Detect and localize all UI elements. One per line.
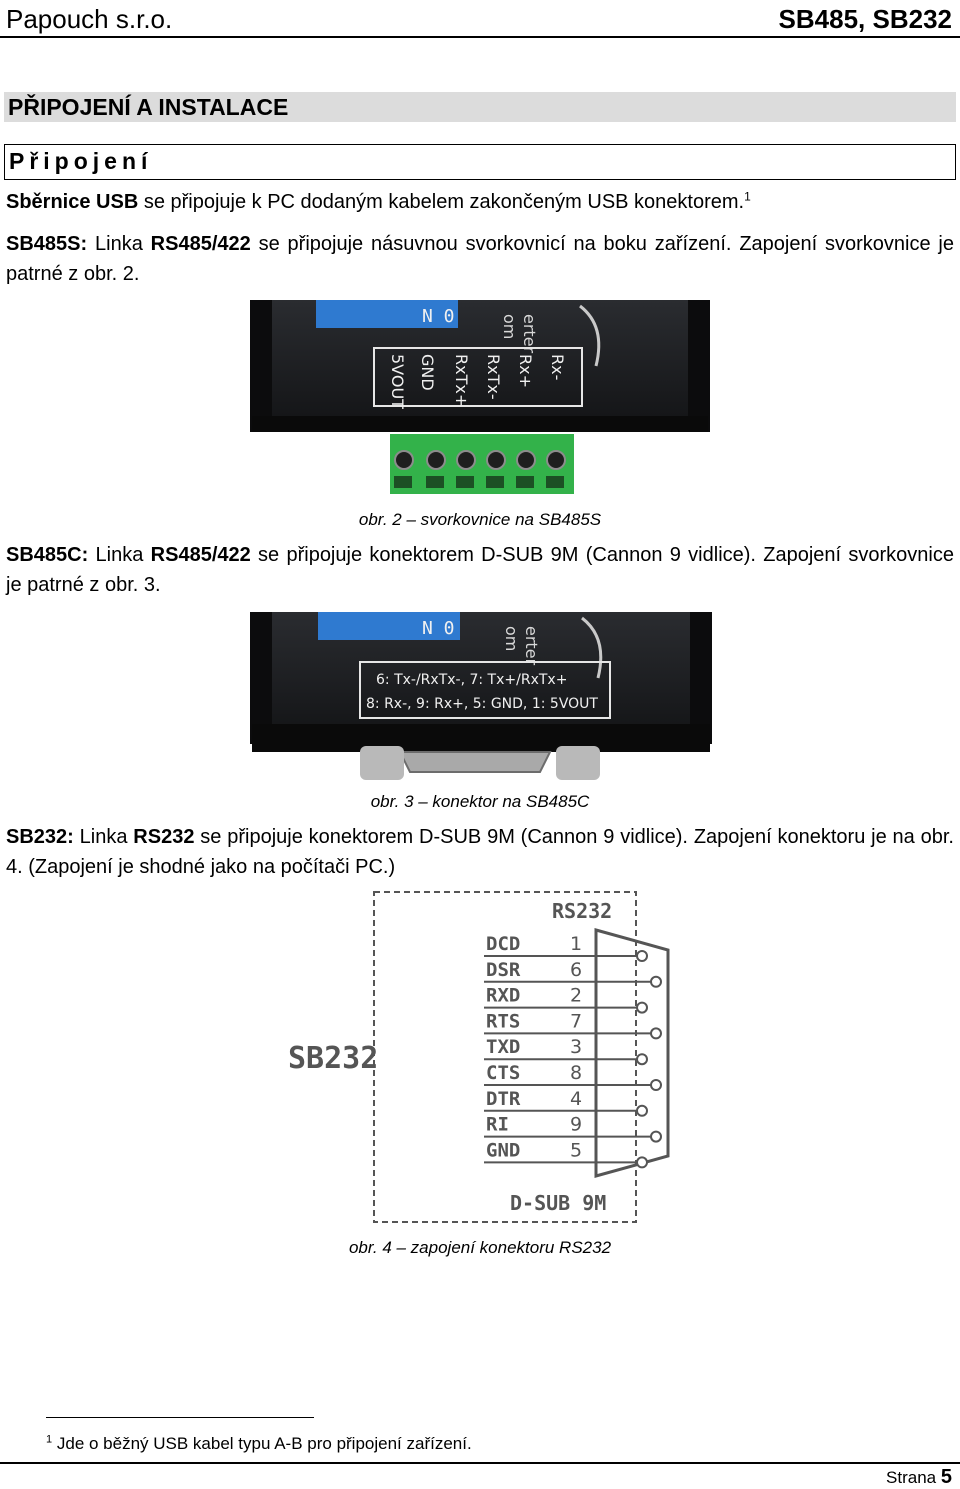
pin-number: 4 bbox=[570, 1088, 582, 1110]
signal-label: CTS bbox=[486, 1062, 520, 1084]
brand-fragment: om bbox=[500, 314, 519, 339]
footnote-number: 1 bbox=[46, 1433, 53, 1446]
brand-fragment: om bbox=[502, 626, 521, 651]
pin-number: 8 bbox=[570, 1062, 582, 1084]
dsub-label: D-SUB 9M bbox=[510, 1191, 606, 1215]
company-name: Papouch s.r.o. bbox=[6, 4, 173, 34]
diagram-frame bbox=[373, 891, 637, 1223]
sb485c-label: SB485C: bbox=[6, 544, 89, 566]
signal-label: RTS bbox=[486, 1010, 520, 1032]
paragraph-sb232: SB232: Linka RS232 se připojuje konektor… bbox=[6, 822, 954, 882]
dsub-outline bbox=[594, 928, 670, 1178]
pin-dot bbox=[636, 1001, 648, 1014]
pin-number: 6 bbox=[570, 959, 582, 981]
pin-dot bbox=[650, 1079, 662, 1091]
paragraph-sb485c: SB485C: Linka RS485/422 se připojuje kon… bbox=[6, 540, 954, 600]
pin-label-rx-minus: Rx- bbox=[548, 354, 567, 380]
terminal-block bbox=[390, 434, 574, 494]
pin-number: 2 bbox=[570, 985, 582, 1007]
footnote: 1 Jde o běžný USB kabel typu A-B pro při… bbox=[46, 1434, 472, 1454]
pin-dot bbox=[636, 1053, 648, 1066]
device-label: SB232 bbox=[288, 1041, 378, 1076]
pin-label-rxtx-plus: RxTx+ bbox=[452, 354, 471, 407]
signal-label: RI bbox=[486, 1114, 509, 1136]
product-name: SB485, SB232 bbox=[778, 4, 952, 34]
usb-bold: Sběrnice USB bbox=[6, 191, 139, 213]
signal-label: DTR bbox=[486, 1088, 521, 1110]
switch-label: N 0 bbox=[422, 618, 455, 639]
brand-fragment: erter bbox=[520, 314, 539, 354]
rs232-label: RS232 bbox=[133, 826, 195, 848]
text: Linka bbox=[87, 233, 151, 255]
signal-label: GND bbox=[486, 1139, 520, 1161]
pin-label-rxtx-minus: RxTx- bbox=[484, 354, 503, 400]
pin-number: 7 bbox=[570, 1010, 582, 1032]
text: Linka bbox=[88, 544, 151, 566]
brand-fragment: erter bbox=[522, 626, 541, 666]
subsection-heading: Připojení bbox=[4, 144, 956, 180]
signal-label: RXD bbox=[486, 985, 520, 1007]
page-number: Strana 5 bbox=[886, 1466, 952, 1489]
pinout-line-2: 8: Rx-, 9: Rx+, 5: GND, 1: 5VOUT bbox=[366, 696, 598, 712]
signal-label: TXD bbox=[486, 1036, 520, 1058]
footnote-separator bbox=[46, 1417, 314, 1418]
dip-switch bbox=[318, 612, 460, 640]
page-header: Papouch s.r.o. SB485, SB232 bbox=[0, 0, 960, 38]
text: Linka bbox=[73, 826, 134, 848]
pin-label-5vout: 5VOUT bbox=[388, 354, 407, 409]
sb232-label: SB232: bbox=[6, 826, 74, 848]
pin-number: 9 bbox=[570, 1114, 582, 1136]
signal-label: DCD bbox=[486, 933, 520, 955]
pin-dot bbox=[636, 1156, 648, 1169]
rs485-label: RS485/422 bbox=[150, 233, 251, 255]
section-heading: PŘIPOJENÍ A INSTALACE bbox=[4, 92, 956, 122]
pin-number: 5 bbox=[570, 1139, 582, 1161]
pin-dot bbox=[650, 975, 662, 988]
section-title: PŘIPOJENÍ A INSTALACE bbox=[8, 94, 289, 120]
figure-3-caption: obr. 3 – konektor na SB485C bbox=[370, 792, 590, 811]
text: se připojuje konektorem D-SUB 9M (Cannon… bbox=[6, 826, 954, 878]
pin-dot bbox=[636, 950, 648, 962]
sb485c-connector-photo: N 0 erter om 6: Tx-/RxTx-, 7: Tx+/RxTx+ … bbox=[250, 612, 712, 780]
pin-number: 3 bbox=[570, 1036, 582, 1058]
text: se připojuje násuvnou svorkovnicí na bok… bbox=[6, 233, 954, 285]
figure-4-caption: obr. 4 – zapojení konektoru RS232 bbox=[348, 1238, 612, 1257]
rs485-label: RS485/422 bbox=[150, 544, 251, 566]
dip-switch bbox=[316, 300, 458, 328]
figure-2-caption: obr. 2 – svorkovnice na SB485S bbox=[358, 510, 602, 529]
dsub-connector bbox=[398, 751, 552, 773]
rs232-header: RS232 bbox=[552, 899, 612, 923]
pin-dot bbox=[636, 1104, 648, 1117]
footer-separator bbox=[0, 1462, 960, 1464]
page-value: 5 bbox=[940, 1466, 952, 1488]
pin-label-gnd: GND bbox=[418, 354, 437, 391]
page-label: Strana bbox=[886, 1468, 937, 1487]
sb485s-label: SB485S: bbox=[6, 233, 88, 255]
text: se připojuje konektorem D-SUB 9M (Cannon… bbox=[6, 544, 954, 596]
signal-label: DSR bbox=[486, 959, 521, 981]
pin-dot bbox=[650, 1130, 662, 1143]
pin-label-rx-plus: Rx+ bbox=[516, 354, 535, 388]
sb485s-terminal-photo: N 0 erter om 5VOUT GND RxTx+ RxTx- Rx+ R… bbox=[250, 300, 710, 494]
paragraph-sb485s: SB485S: Linka RS485/422 se připojuje nás… bbox=[6, 229, 954, 289]
usb-text: se připojuje k PC dodaným kabelem zakonč… bbox=[138, 191, 745, 213]
switch-label: N 0 bbox=[422, 306, 455, 327]
pin-dot bbox=[650, 1027, 662, 1040]
subsection-title: Připojení bbox=[9, 148, 153, 174]
footnote-ref[interactable]: 1 bbox=[744, 189, 751, 204]
footnote-text: Jde o běžný USB kabel typu A-B pro připo… bbox=[56, 1434, 472, 1453]
pinout-line-1: 6: Tx-/RxTx-, 7: Tx+/RxTx+ bbox=[376, 672, 567, 688]
paragraph-usb: Sběrnice USB se připojuje k PC dodaným k… bbox=[6, 187, 954, 217]
pin-number: 1 bbox=[570, 933, 582, 955]
